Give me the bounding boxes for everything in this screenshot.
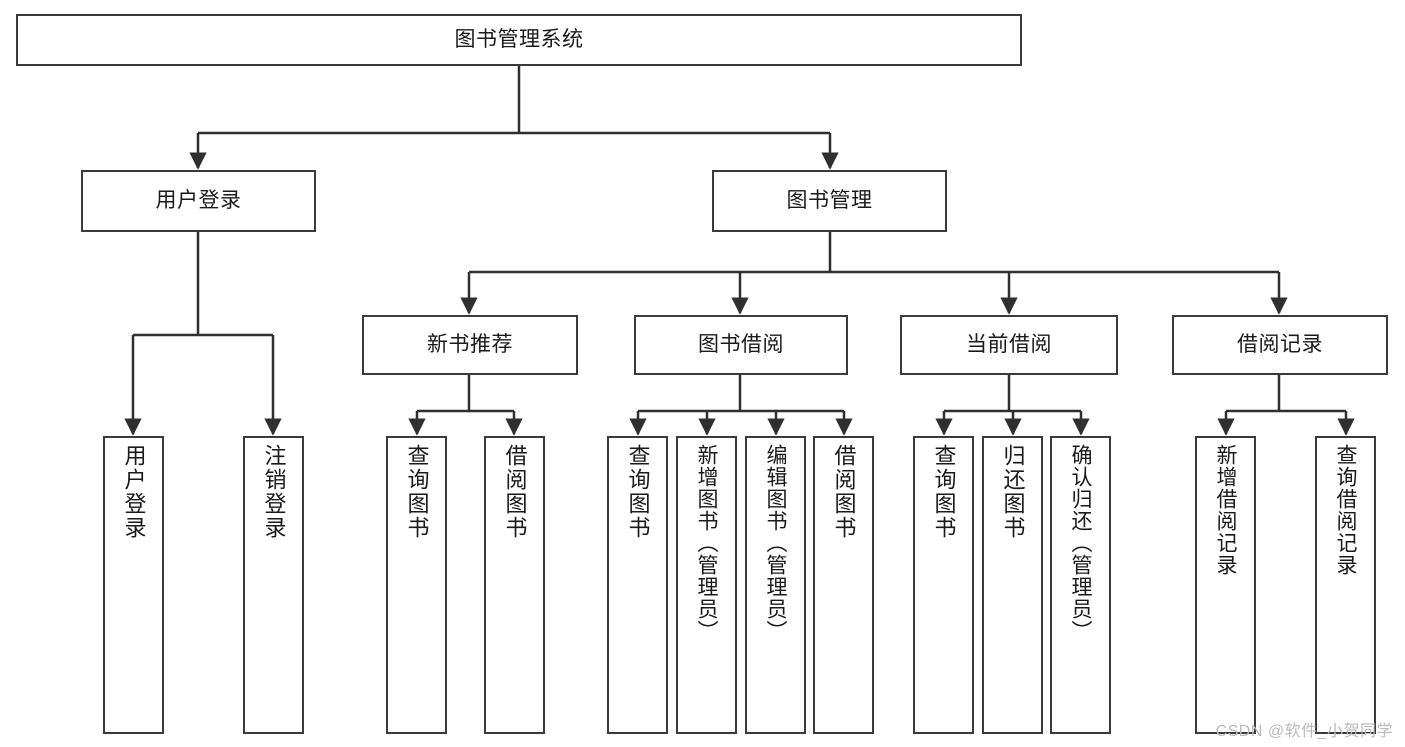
node-leaf-edit-book-label: 编辑图书（管理员） <box>764 444 787 642</box>
node-leaf-user-login-label: 用户登录 <box>121 444 147 540</box>
node-book-manage-label: 图书管理 <box>786 189 873 213</box>
node-leaf-query-book-3-label: 查询图书 <box>931 444 957 540</box>
node-leaf-query-book-2[interactable]: 查询图书 <box>607 436 668 734</box>
node-borrow-record-label: 借阅记录 <box>1237 333 1323 357</box>
node-leaf-add-book-label: 新增图书（管理员） <box>695 444 718 642</box>
node-leaf-edit-book[interactable]: 编辑图书（管理员） <box>745 436 806 734</box>
node-leaf-user-logout-label: 注销登录 <box>261 444 287 540</box>
node-leaf-confirm-return[interactable]: 确认归还（管理员） <box>1050 436 1111 734</box>
node-leaf-borrow-book-2-label: 借阅图书 <box>831 444 857 540</box>
node-leaf-borrow-book-2[interactable]: 借阅图书 <box>813 436 874 734</box>
node-book-borrow-label: 图书借阅 <box>698 333 784 357</box>
node-leaf-query-record-label: 查询借阅记录 <box>1334 444 1357 576</box>
node-leaf-return-book-label: 归还图书 <box>1000 444 1026 540</box>
node-leaf-borrow-book-1[interactable]: 借阅图书 <box>484 436 545 734</box>
node-book-borrow[interactable]: 图书借阅 <box>634 315 848 375</box>
node-root-label: 图书管理系统 <box>454 28 584 52</box>
node-leaf-query-book-2-label: 查询图书 <box>625 444 651 540</box>
node-leaf-return-book[interactable]: 归还图书 <box>982 436 1043 734</box>
node-current-borrow[interactable]: 当前借阅 <box>900 315 1118 375</box>
node-new-book-recommend-label: 新书推荐 <box>427 333 513 357</box>
node-leaf-confirm-return-label: 确认归还（管理员） <box>1069 444 1092 642</box>
node-book-manage[interactable]: 图书管理 <box>712 170 947 232</box>
node-current-borrow-label: 当前借阅 <box>966 333 1052 357</box>
node-leaf-query-book-3[interactable]: 查询图书 <box>913 436 974 734</box>
node-leaf-add-book[interactable]: 新增图书（管理员） <box>676 436 737 734</box>
node-root[interactable]: 图书管理系统 <box>16 14 1022 66</box>
node-leaf-query-book-1[interactable]: 查询图书 <box>386 436 447 734</box>
node-new-book-recommend[interactable]: 新书推荐 <box>362 315 578 375</box>
node-leaf-query-record[interactable]: 查询借阅记录 <box>1315 436 1376 734</box>
node-borrow-record[interactable]: 借阅记录 <box>1172 315 1388 375</box>
node-leaf-user-login[interactable]: 用户登录 <box>103 436 164 734</box>
node-leaf-user-logout[interactable]: 注销登录 <box>243 436 304 734</box>
node-leaf-query-book-1-label: 查询图书 <box>404 444 430 540</box>
node-leaf-add-record[interactable]: 新增借阅记录 <box>1195 436 1256 734</box>
node-user-login[interactable]: 用户登录 <box>81 170 316 232</box>
node-user-login-label: 用户登录 <box>155 189 242 213</box>
node-leaf-add-record-label: 新增借阅记录 <box>1214 444 1237 576</box>
node-leaf-borrow-book-1-label: 借阅图书 <box>502 444 528 540</box>
csdn-watermark: CSDN @软件_小贺同学 <box>1215 723 1393 740</box>
